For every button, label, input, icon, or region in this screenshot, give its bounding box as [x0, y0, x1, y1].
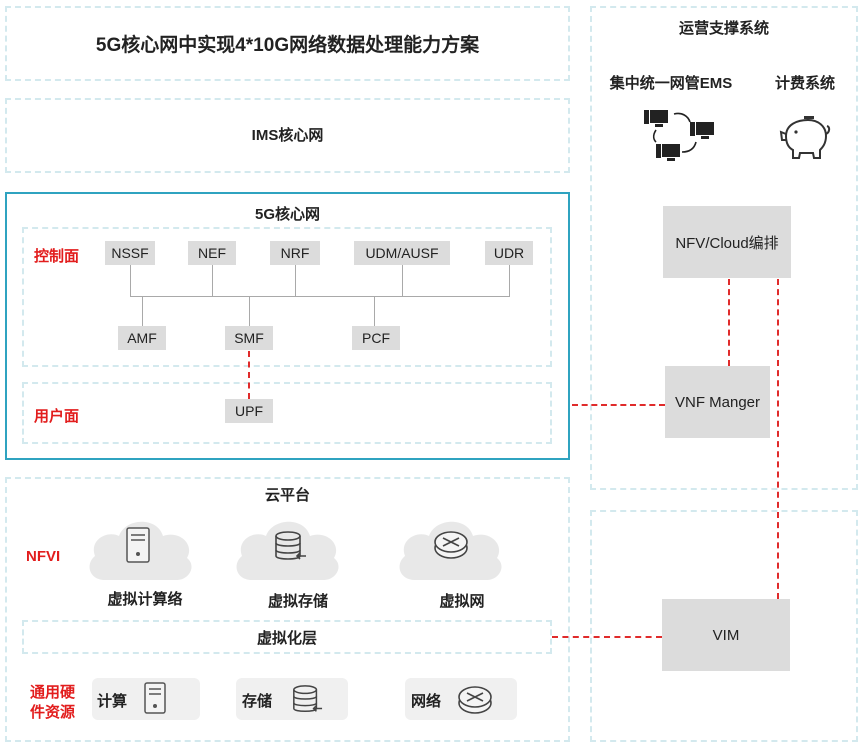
database-icon: [272, 530, 308, 564]
cloud-title: 云平台: [264, 487, 310, 504]
connector: [402, 265, 403, 296]
connector: [374, 296, 375, 326]
oss-box: [590, 6, 858, 490]
billing-label: 计费系统: [774, 75, 835, 92]
hw-compute-label: 计算: [97, 693, 128, 710]
vim-region-box: [590, 510, 858, 742]
ims-box: [5, 98, 570, 173]
connector: [509, 265, 510, 296]
ems-label: 集中统一网管EMS: [609, 75, 733, 92]
connector: [130, 265, 131, 296]
nf-udr: UDR: [485, 241, 533, 265]
server-icon: [122, 526, 156, 566]
vim: VIM: [662, 599, 790, 671]
nf-upf: UPF: [225, 399, 273, 423]
user-plane-label: 用户面: [34, 408, 80, 425]
ims-title: IMS核心网: [251, 127, 324, 144]
virtualization-layer-label: 虚拟化层: [256, 630, 317, 647]
nf-amf: AMF: [118, 326, 166, 350]
connector: [142, 296, 143, 326]
nf-pcf: PCF: [352, 326, 400, 350]
virtual-compute-label: 虚拟计算络: [107, 591, 183, 608]
smf-upf-link: [248, 351, 250, 399]
page-title: 5G核心网中实现4*10G网络数据处理能力方案: [95, 35, 480, 56]
virtualization-layer-box: [22, 620, 552, 654]
nf-nrf: NRF: [270, 241, 320, 265]
nfvo-vim-link: [777, 279, 779, 599]
network-computers-icon: [644, 106, 720, 166]
virtual-storage-label: 虚拟存储: [267, 593, 328, 610]
cloud-platform-box: [5, 477, 570, 742]
nfvi-label: NFVI: [26, 548, 61, 565]
control-plane-box: [22, 227, 552, 367]
bus-line: [130, 296, 510, 297]
nf-nssf: NSSF: [105, 241, 155, 265]
title-box: [5, 6, 570, 81]
piggy-bank-icon: [778, 112, 832, 162]
virt-vim-link: [552, 636, 662, 638]
database-icon: [290, 684, 324, 716]
user-plane-box: [22, 382, 552, 444]
hardware-resources-label: 通用硬件资源: [30, 684, 76, 721]
control-plane-label: 控制面: [34, 248, 80, 265]
server-icon: [140, 681, 170, 717]
nf-udm-ausf: UDM/AUSF: [354, 241, 450, 265]
nf-nef: NEF: [188, 241, 236, 265]
router-icon: [456, 683, 494, 717]
hw-storage-label: 存储: [242, 693, 273, 710]
cloud-storage: [232, 510, 344, 582]
core5g-box: [5, 192, 570, 460]
connector: [295, 265, 296, 296]
nf-smf: SMF: [225, 326, 273, 350]
hw-network-label: 网络: [411, 693, 442, 710]
connector: [249, 296, 250, 326]
vnf-manager: VNF Manger: [665, 366, 770, 438]
core5g-title: 5G核心网: [254, 206, 320, 223]
router-icon: [432, 528, 470, 562]
hw-storage-box: [236, 678, 348, 720]
connector: [212, 265, 213, 296]
nfvo-vnfm-link: [728, 279, 730, 366]
nfv-cloud-orchestrator: NFV/Cloud编排: [663, 206, 791, 278]
virtual-network-label: 虚拟网: [439, 593, 485, 610]
oss-title: 运营支撑系统: [678, 20, 769, 37]
core-vnfm-link: [572, 404, 665, 406]
